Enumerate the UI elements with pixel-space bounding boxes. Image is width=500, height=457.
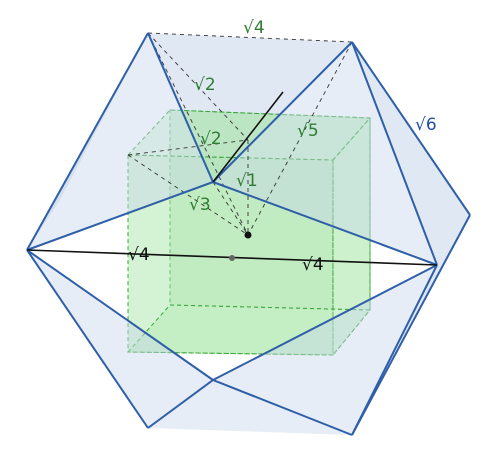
front-face-top-left [27, 33, 213, 250]
solid-front-faces [27, 33, 437, 435]
edge-1 [26, 32, 149, 251]
dashed-line-c [212, 181, 249, 236]
center-point [244, 231, 252, 239]
label-sqrt2-upper: √2 [194, 75, 216, 95]
label-sqrt6: √6 [415, 115, 437, 135]
labels: √4 √2 √2 √5 √6 √1 √3 √4 √4 [128, 18, 437, 275]
label-sqrt1: √1 [236, 171, 258, 191]
points [229, 231, 252, 261]
label-left-sqrt4: √4 [128, 245, 150, 265]
edge-5 [351, 41, 471, 216]
inner-cube [126, 109, 372, 357]
edge-3 [212, 41, 353, 183]
dashed-top-edge [147, 32, 353, 43]
edge-10 [212, 264, 438, 381]
label-top-sqrt4: √4 [243, 18, 265, 38]
cube-right-face [332, 116, 371, 357]
label-sqrt3: √3 [189, 195, 211, 215]
edge-8 [212, 181, 438, 266]
edge-4 [351, 41, 438, 266]
edge-13 [212, 379, 353, 436]
dashed-lines [127, 32, 353, 236]
vertex-to-top-segment [212, 91, 284, 183]
dashed-line-d [127, 154, 249, 236]
front-face-right-lower [213, 265, 437, 435]
dashed-line-a [147, 32, 249, 236]
front-face-left-lower [27, 250, 213, 428]
edge-6 [351, 214, 471, 436]
back-face-right [352, 42, 470, 265]
edge-7 [26, 181, 214, 251]
front-face-bottom [148, 380, 352, 435]
dashed-line-e [147, 32, 249, 141]
solid-edges [26, 32, 471, 436]
edge-12 [147, 379, 214, 429]
cube-bottom-face [126, 304, 372, 356]
edge-9 [26, 249, 214, 381]
label-sqrt5: √5 [297, 121, 319, 141]
front-face-top-right [213, 42, 437, 265]
edge-2 [147, 32, 214, 183]
edge-11 [26, 249, 149, 429]
edge-14 [351, 264, 438, 436]
back-face-top-left [148, 33, 352, 182]
label-right-sqrt4: √4 [302, 255, 324, 275]
label-sqrt2-lower: √2 [200, 129, 222, 149]
midpoint [229, 255, 235, 261]
